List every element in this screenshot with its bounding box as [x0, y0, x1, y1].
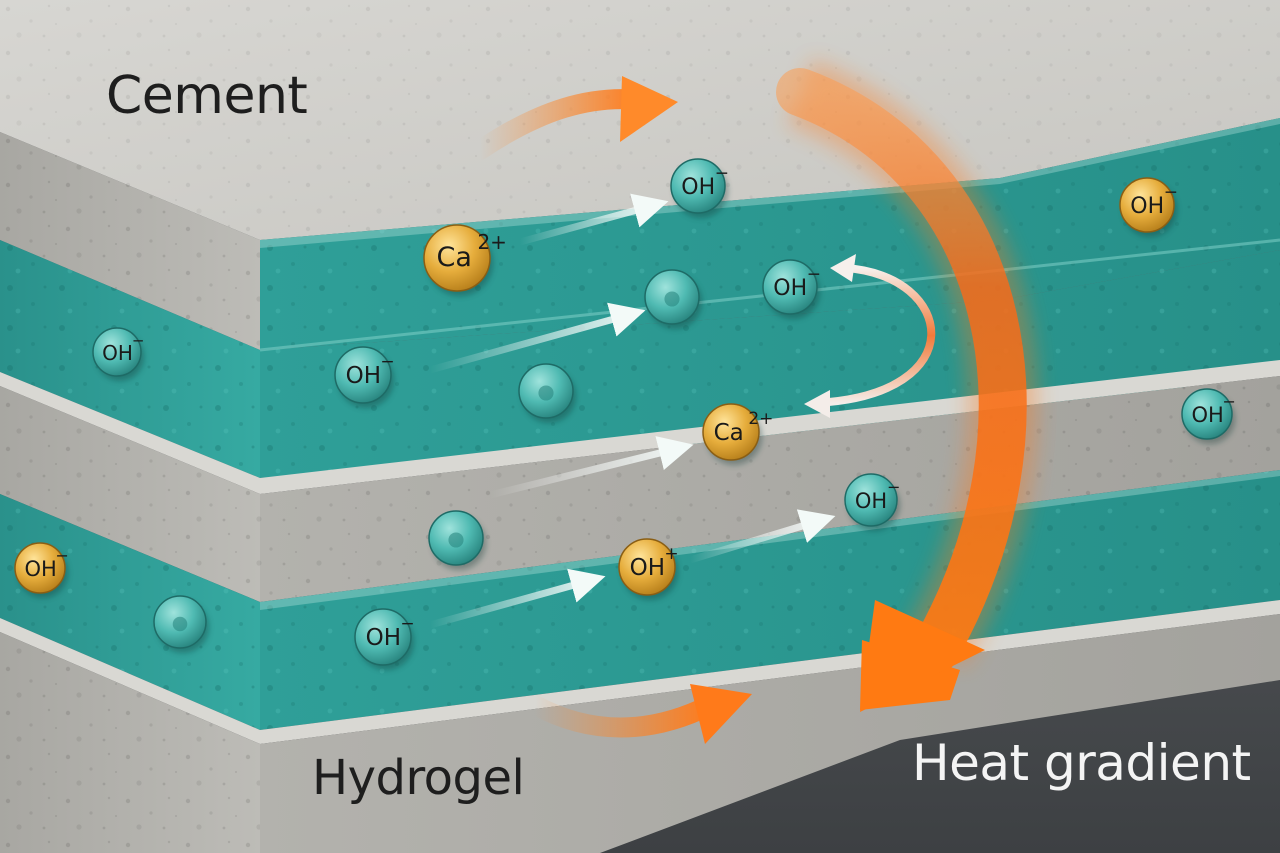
ion-symbol: OH — [681, 175, 715, 200]
heat-gradient-arrow — [776, 59, 1038, 712]
ion-flow-arrow — [686, 509, 836, 564]
cement-layer-1 — [0, 110, 1280, 350]
ion-oh-4: OH− — [92, 327, 145, 381]
ion-symbol: Ca — [714, 420, 744, 446]
ion-oh-7: OH− — [844, 473, 901, 531]
ion-ca-2: Ca2+ — [702, 403, 773, 465]
ion-charge: − — [1164, 182, 1178, 202]
ion-charge: − — [887, 478, 900, 497]
ion-symbol: OH — [102, 341, 133, 365]
ion-plain-1 — [644, 269, 702, 329]
ion-charge: − — [715, 163, 729, 183]
ion-symbol: OH — [1192, 403, 1224, 427]
ion-flow-arrows — [426, 193, 836, 629]
ion-plain-4 — [153, 595, 209, 653]
ion-plain-3 — [428, 510, 486, 570]
ion-symbol: OH — [366, 625, 401, 651]
cement-label: Cement — [106, 66, 308, 126]
ion-symbol: Ca — [437, 242, 472, 273]
ion-flow-arrow — [486, 436, 694, 499]
ion-symbol: OH — [773, 276, 807, 301]
ion-charge: − — [380, 352, 394, 372]
ion-symbol: OH — [855, 489, 887, 513]
ions: OH−Ca2+OH−OH−OH−OH−OH−Ca2+OH−OH−OH+OH− — [14, 158, 1236, 670]
ion-charge: − — [400, 614, 414, 634]
ion-oh-8: OH+ — [618, 538, 679, 600]
ion-oh-6: OH− — [1181, 388, 1236, 444]
ion-flow-arrow — [516, 193, 669, 246]
ion-oh-3: OH− — [762, 259, 821, 319]
heat-flow-curls — [470, 76, 752, 744]
ion-charge: 2+ — [477, 230, 506, 254]
ion-charge: + — [664, 544, 678, 564]
ion-charge: 2+ — [748, 409, 773, 429]
ion-charge: − — [56, 546, 69, 565]
ion-symbol: OH — [25, 557, 57, 581]
ion-plain-2 — [518, 363, 576, 423]
ion-oh-2: OH− — [1119, 177, 1178, 237]
ion-ca-1: Ca2+ — [423, 224, 507, 296]
hydrogel-label: Hydrogel — [312, 750, 525, 806]
ion-oh-5: OH− — [334, 346, 395, 408]
cement-layer-3 — [0, 614, 1280, 853]
ion-charge: − — [132, 331, 145, 349]
ion-flow-arrow — [426, 302, 646, 374]
ion-symbol: OH — [1130, 194, 1164, 219]
ion-symbol: OH — [630, 555, 665, 581]
ion-oh-9: OH− — [14, 542, 69, 598]
heat-gradient-label: Heat gradient — [912, 734, 1251, 792]
ion-oh-10: OH− — [354, 608, 415, 670]
ion-flow-arrow — [426, 568, 606, 629]
ion-symbol: OH — [346, 363, 381, 389]
ion-charge: − — [1223, 392, 1236, 411]
ion-charge: − — [807, 264, 821, 284]
ion-oh-1: OH− — [670, 158, 729, 218]
hydrogel-layer-2 — [0, 470, 1280, 730]
circulation-arrow — [804, 254, 936, 418]
